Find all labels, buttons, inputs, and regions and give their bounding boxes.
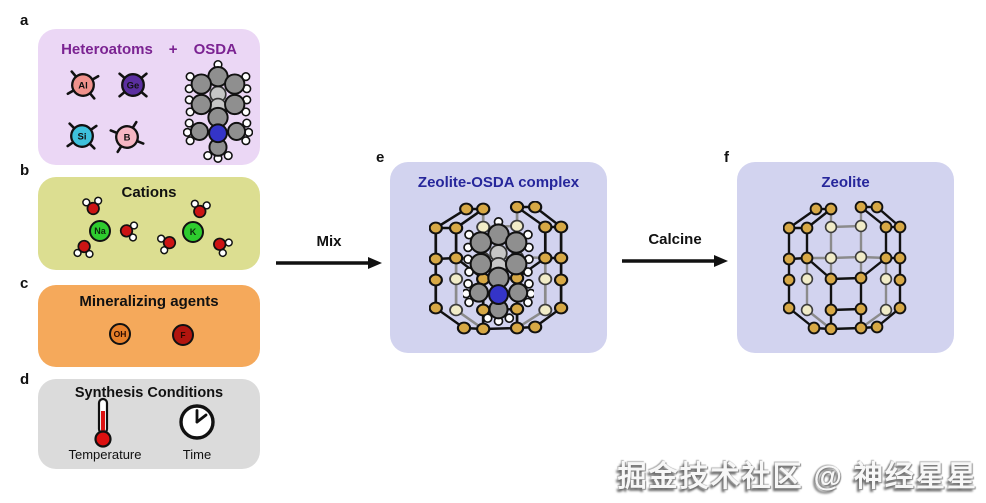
panel-a-letter: a — [20, 12, 29, 29]
panel-cations: Cations Na K — [38, 177, 260, 270]
atom-al: Al — [66, 70, 100, 100]
mix-step: Mix — [275, 233, 383, 273]
plus-sign: + — [168, 41, 178, 58]
agent-group: OH F — [38, 285, 260, 367]
panel-mineralizing-agents: Mineralizing agents OH F — [38, 285, 260, 367]
panel-e-letter: e — [376, 149, 385, 166]
panel-e-title: Zeolite-OSDA complex — [417, 174, 580, 191]
cation-k: K — [182, 221, 204, 243]
water-molecule — [82, 196, 103, 216]
temperature-label: Temperature — [68, 447, 142, 462]
time-label: Time — [182, 447, 212, 462]
svg-text:Si: Si — [78, 131, 87, 142]
svg-text:Al: Al — [78, 80, 88, 91]
cation-group: Na K — [38, 177, 260, 270]
agent-f: F — [172, 324, 194, 346]
calcine-arrow-icon — [622, 255, 728, 267]
cation-na: Na — [89, 220, 111, 242]
panel-a-title: Heteroatoms + OSDA — [38, 41, 260, 58]
panel-c-letter: c — [20, 275, 29, 292]
agent-oh: OH — [109, 323, 131, 345]
water-molecule — [73, 239, 94, 259]
panel-b-title: Cations — [121, 184, 177, 201]
water-molecule — [119, 221, 139, 242]
panel-a-title-right: OSDA — [193, 41, 237, 58]
panel-d-letter: d — [20, 371, 30, 388]
panel-d-title: Synthesis Conditions — [74, 385, 224, 401]
panel-synthesis-conditions: Synthesis Conditions Temperature Time — [38, 379, 260, 469]
panel-zeolite-osda-complex: Zeolite-OSDA complex — [390, 162, 607, 353]
panel-b-letter: b — [20, 162, 30, 179]
osda-molecule — [183, 59, 253, 163]
svg-text:B: B — [124, 132, 131, 143]
water-molecule — [190, 199, 211, 219]
panel-zeolite: Zeolite — [737, 162, 954, 353]
watermark: 掘金技术社区 @ 神经星星 — [617, 461, 978, 493]
atom-si: Si — [66, 122, 98, 150]
water-molecule — [156, 234, 177, 255]
calcine-step: Calcine — [621, 231, 729, 271]
mix-label: Mix — [316, 233, 342, 250]
panel-c-title: Mineralizing agents — [79, 293, 219, 310]
atom-ge: Ge — [118, 72, 148, 98]
clock-icon — [179, 404, 215, 440]
svg-text:Ge: Ge — [127, 80, 140, 91]
mix-arrow-icon — [276, 257, 382, 269]
panel-f-title: Zeolite — [821, 174, 870, 191]
atom-b: B — [109, 120, 145, 154]
calcine-label: Calcine — [648, 231, 702, 248]
osda-molecule-in-cage — [463, 217, 534, 326]
thermometer-icon — [94, 397, 112, 448]
water-molecule — [213, 237, 233, 258]
zeolite-cage — [783, 201, 907, 335]
panel-f-letter: f — [724, 149, 729, 166]
panel-a-title-left: Heteroatoms — [61, 41, 153, 58]
